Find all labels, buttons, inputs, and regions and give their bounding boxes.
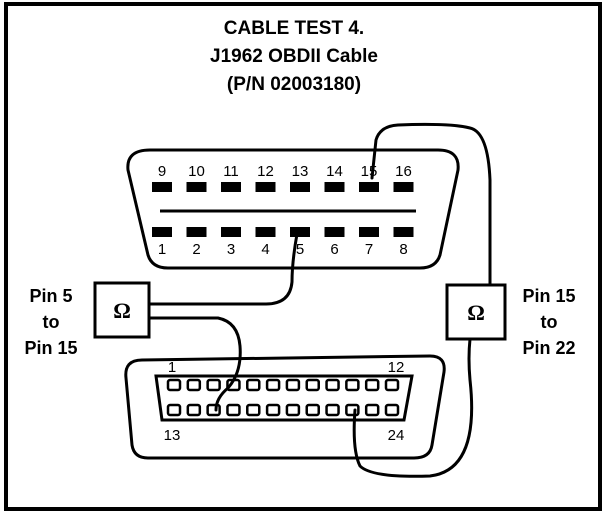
db-pin-1 xyxy=(166,378,182,392)
db-pin-label-24: 24 xyxy=(388,427,405,444)
obd-pin-label-15: 15 xyxy=(361,163,378,180)
wire-left-meter-to-db-pin15 xyxy=(147,316,242,412)
obd-pin-5 xyxy=(290,227,310,237)
db-pin-14 xyxy=(186,403,202,417)
obd-pin-3 xyxy=(221,227,241,237)
obd-pin-label-2: 2 xyxy=(192,241,200,258)
title-line-1: CABLE TEST 4. xyxy=(224,18,364,39)
title-line-3: (P/N 02003180) xyxy=(227,74,361,95)
db-pin-23 xyxy=(364,403,380,417)
obd-pin-13 xyxy=(290,182,310,192)
obd-pin-16 xyxy=(393,182,414,192)
obd-connector-shell xyxy=(126,148,460,270)
wire-obd-pin15-to-right-meter xyxy=(370,122,492,287)
obd-pin-14 xyxy=(324,182,345,192)
db-pin-16 xyxy=(226,403,241,417)
obd-pin-label-7: 7 xyxy=(365,241,373,258)
db-pin-20 xyxy=(305,403,320,417)
diagram-border xyxy=(4,2,602,511)
obd-pin-label-14: 14 xyxy=(326,163,343,180)
db-pin-7 xyxy=(285,378,301,392)
meter-left-label-1: Pin 5 xyxy=(29,286,72,306)
title-line-2: J1962 OBDII Cable xyxy=(210,46,378,67)
obd-pin-1 xyxy=(152,227,172,237)
obd-pin-9 xyxy=(152,182,172,192)
ohm-symbol-left: Ω xyxy=(113,298,131,323)
obd-pin-label-4: 4 xyxy=(261,241,269,258)
obd-pin-label-1: 1 xyxy=(158,241,166,258)
db-pin-22 xyxy=(345,403,360,417)
db-pin-2 xyxy=(186,378,202,392)
obd-pin-4 xyxy=(255,227,276,237)
db-pin-8 xyxy=(305,378,320,392)
db-top-pins xyxy=(166,378,400,392)
obd-top-pins: 9 10 11 12 13 14 15 16 xyxy=(152,163,414,192)
meter-left-label-3: Pin 15 xyxy=(24,338,77,358)
obd-bottom-pins: 1 2 3 4 5 6 7 8 xyxy=(152,227,414,258)
obd-pin-6 xyxy=(324,227,345,237)
obd-pin-label-5: 5 xyxy=(296,241,304,258)
ohm-symbol-right: Ω xyxy=(467,300,485,325)
obd-pin-label-8: 8 xyxy=(399,241,407,258)
meter-right-label-1: Pin 15 xyxy=(522,286,575,306)
ohmmeter-right-box xyxy=(445,283,507,341)
obd-pin-12 xyxy=(255,182,276,192)
wire-right-meter-to-db-pin22 xyxy=(352,337,474,478)
db-connector-inner-face xyxy=(154,374,414,422)
db-pin-19 xyxy=(285,403,301,417)
db-bottom-pins xyxy=(166,403,400,417)
db-pin-15 xyxy=(206,403,221,417)
wire-obd-pin5-to-left-meter xyxy=(147,232,299,306)
obd-pin-15 xyxy=(359,182,379,192)
obd-pin-label-3: 3 xyxy=(227,241,235,258)
obd-pin-10 xyxy=(186,182,207,192)
obd-pin-label-12: 12 xyxy=(257,163,274,180)
ohmmeter-left-box xyxy=(93,281,151,339)
db-pin-3 xyxy=(206,378,221,392)
db-pin-11 xyxy=(364,378,380,392)
db-pin-12 xyxy=(384,378,400,392)
obd-pin-11 xyxy=(221,182,241,192)
obd-pin-label-11: 11 xyxy=(223,163,239,180)
db-pin-label-1: 1 xyxy=(168,359,176,376)
obd-pin-7 xyxy=(359,227,379,237)
obd-pin-label-16: 16 xyxy=(395,163,412,180)
db-pin-10 xyxy=(345,378,360,392)
meter-left-label-2: to xyxy=(43,312,60,332)
db-pin-5 xyxy=(246,378,261,392)
db-pin-17 xyxy=(246,403,261,417)
obd-pin-label-13: 13 xyxy=(292,163,309,180)
db-pin-label-13: 13 xyxy=(164,427,181,444)
db-pin-13 xyxy=(166,403,182,417)
meter-right-label-2: to xyxy=(541,312,558,332)
db-connector-outer-shell xyxy=(124,354,446,460)
obd-pin-8 xyxy=(393,227,414,237)
db-pin-21 xyxy=(325,403,340,417)
meter-right-label-3: Pin 22 xyxy=(522,338,575,358)
obd-pin-label-10: 10 xyxy=(188,163,205,180)
db-pin-6 xyxy=(265,378,281,392)
obd-pin-label-9: 9 xyxy=(158,163,166,180)
obd-pin-label-6: 6 xyxy=(330,241,338,258)
db-pin-9 xyxy=(325,378,340,392)
db-pin-24 xyxy=(384,403,400,417)
db-pin-18 xyxy=(265,403,281,417)
db-pin-label-12: 12 xyxy=(388,359,405,376)
obd-pin-2 xyxy=(186,227,207,237)
